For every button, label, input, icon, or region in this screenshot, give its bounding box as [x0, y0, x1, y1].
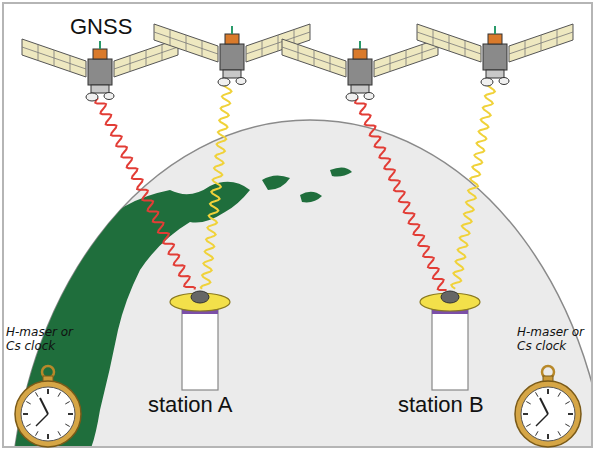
station-label: station A — [148, 392, 258, 417]
signal-wave — [355, 98, 447, 290]
clock-tick — [47, 434, 49, 439]
clock-tick — [526, 402, 530, 405]
clock-tick — [65, 424, 69, 427]
system-label: GNSS — [70, 14, 160, 39]
clock-tick — [526, 424, 530, 427]
signal-wave — [451, 82, 495, 289]
clock-tick — [565, 402, 569, 405]
clock-tick — [58, 431, 61, 435]
clock-tick — [47, 389, 49, 394]
clock-tick — [536, 392, 539, 396]
clock-tick — [26, 424, 30, 427]
clock-tick — [23, 413, 28, 415]
clock-tick — [547, 389, 549, 394]
station-label: station B — [398, 392, 508, 417]
clock-tick — [523, 413, 528, 415]
clock-tick — [547, 434, 549, 439]
clock-tick — [36, 431, 39, 435]
clock-tick — [536, 431, 539, 435]
clock-tick — [26, 402, 30, 405]
signal-wave — [95, 98, 195, 290]
clock-tick — [568, 413, 573, 415]
signal-wave — [201, 82, 232, 289]
clock-tick — [565, 424, 569, 427]
clock-tick — [65, 402, 69, 405]
clock-label: H-maser or Cs clock — [6, 326, 84, 354]
clock-tick — [558, 392, 561, 396]
clock-label: H-maser or Cs clock — [517, 326, 591, 354]
clock-tick — [58, 392, 61, 396]
clock-tick — [68, 413, 73, 415]
clock-tick — [558, 431, 561, 435]
clock-tick — [36, 392, 39, 396]
